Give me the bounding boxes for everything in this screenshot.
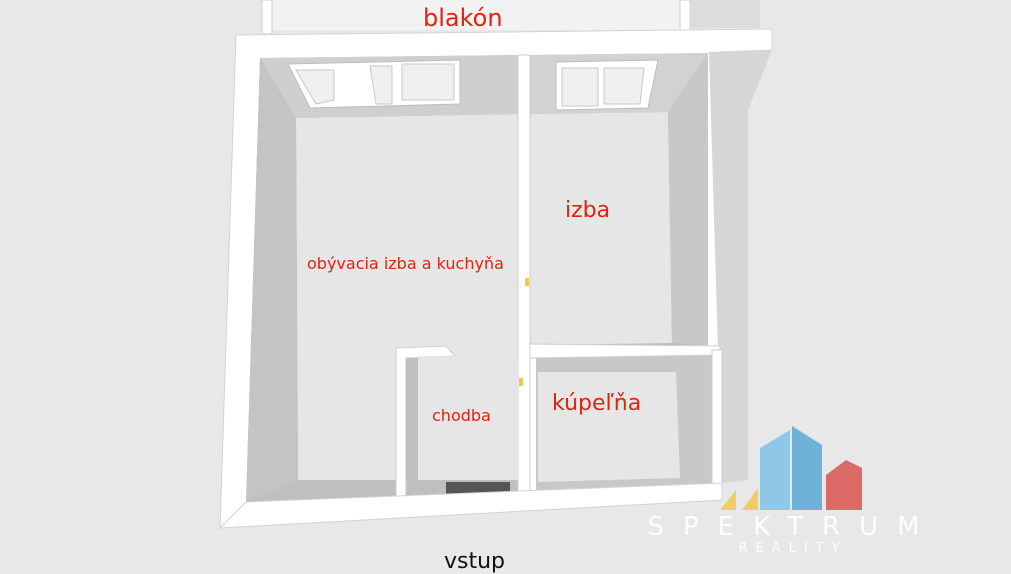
logo-name: SPEKTRUM	[647, 512, 939, 542]
label-living-kitchen: obývacia izba a kuchyňa	[307, 254, 504, 273]
bathroom-floor	[536, 352, 720, 494]
bottom-wall	[218, 482, 723, 529]
logo-subtitle: REALITY	[738, 541, 848, 556]
window-living	[287, 59, 461, 109]
label-balcony: blakón	[423, 4, 503, 32]
label-bathroom: kúpeľňa	[552, 391, 642, 416]
balcony-area	[261, 0, 760, 35]
partition-wall	[517, 54, 531, 497]
label-entrance: vstup	[444, 549, 506, 574]
label-room: izba	[565, 198, 611, 223]
window-room	[555, 59, 659, 111]
spektrum-logo-mark	[720, 426, 862, 510]
hallway	[395, 345, 518, 501]
label-hallway: chodba	[432, 406, 491, 425]
